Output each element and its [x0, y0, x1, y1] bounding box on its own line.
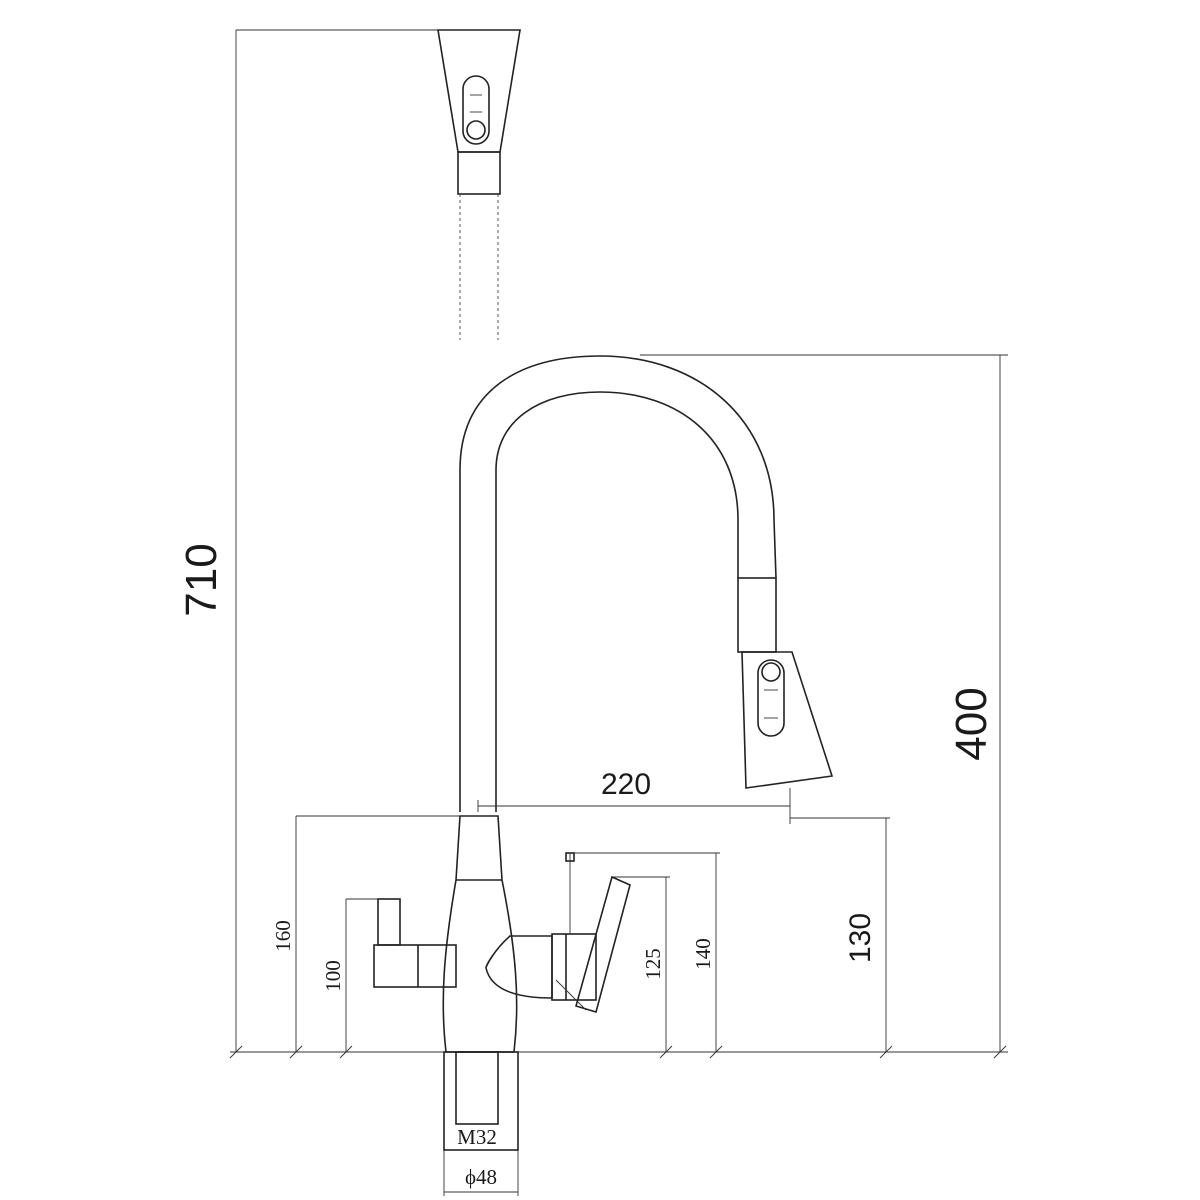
dim-handle-height-left: 160 — [271, 920, 295, 952]
pull-out-sprayer-top — [437, 29, 521, 340]
dimension-labels: 710 400 220 130 160 100 125 140 M32 ϕ48 — [177, 543, 996, 1189]
dim-thread: M32 — [457, 1125, 497, 1149]
dim-total-height: 710 — [177, 543, 226, 616]
faucet-body — [373, 815, 631, 1151]
dim-lever-height-a: 125 — [641, 948, 665, 980]
dim-base-diameter: ϕ48 — [465, 1165, 497, 1189]
dim-handle-pivot-left: 100 — [321, 960, 345, 992]
gooseneck-spout — [459, 355, 834, 812]
dim-spout-reach: 220 — [601, 768, 651, 801]
dim-body-height-right: 130 — [844, 913, 877, 963]
dim-spout-height: 400 — [947, 687, 996, 760]
dimension-lines — [229, 29, 1008, 1196]
dim-lever-height-b: 140 — [691, 938, 715, 970]
